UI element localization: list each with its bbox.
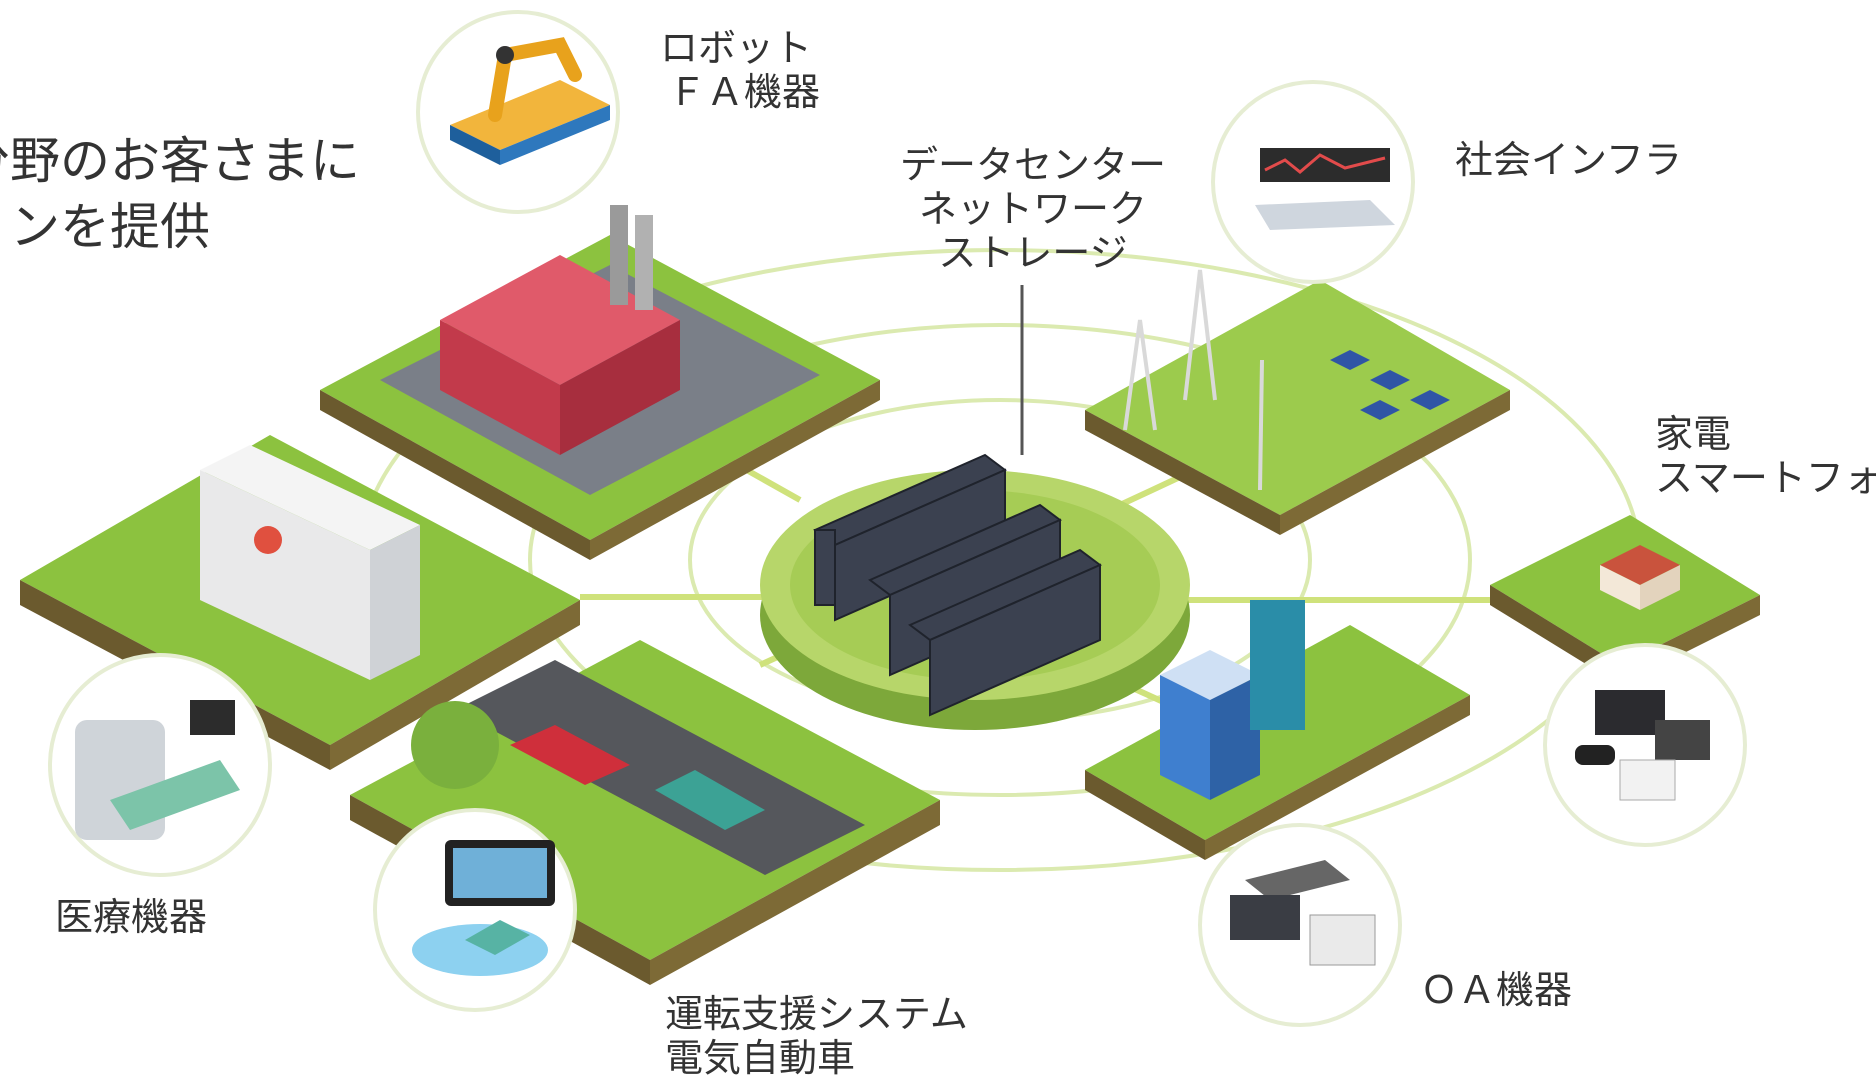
office-tile — [1085, 600, 1470, 860]
appliance-circle — [1543, 643, 1747, 847]
driving-label-line-2: 電気自動車 — [665, 1036, 856, 1080]
factory-tile — [320, 205, 880, 560]
headline: 分野のお客さまに ョンを提供 — [0, 128, 360, 260]
driving-circle — [373, 808, 577, 1012]
road-icon — [455, 660, 865, 875]
robot-arm-icon — [450, 37, 610, 165]
appliance-tile — [1490, 515, 1760, 685]
server-rack-icon — [813, 453, 1102, 717]
factory-icon — [440, 205, 680, 455]
social-infra-label: 社会インフラ — [1455, 138, 1682, 182]
medical-label: 医療機器 — [55, 895, 207, 939]
house-icon — [1600, 545, 1680, 610]
headline-line-1: 分野のお客さまに — [0, 132, 360, 190]
datacenter-label-line-3: ストレージ — [938, 231, 1128, 275]
robot-fa-circle — [416, 10, 620, 214]
datacenter-label: データセンター ネットワーク ストレージ — [900, 143, 1166, 275]
mri-icon — [75, 700, 240, 840]
medical-label-line-1: 医療機器 — [55, 895, 208, 939]
social-infra-label-line-1: 社会インフラ — [1455, 138, 1682, 182]
datacenter-label-line-2: ネットワーク — [919, 187, 1148, 231]
driving-label-line-1: 運転支援システム — [665, 992, 968, 1036]
appliances-label-line-1: 家電 — [1655, 412, 1732, 456]
oa-circle — [1198, 823, 1402, 1027]
social-infra-circle — [1211, 80, 1415, 284]
datacenter-label-line-1: データセンター — [900, 143, 1167, 187]
office-building-icon — [1160, 600, 1305, 800]
driving-label: 運転支援システム 電気自動車 — [665, 992, 968, 1080]
printer-icon — [1230, 860, 1376, 966]
power-grid-icon — [1123, 269, 1264, 491]
datacenter-hub — [760, 285, 1190, 730]
oa-label-line-1: ＯＡ機器 — [1420, 968, 1573, 1012]
robot-fa-label-line-2: ＦＡ機器 — [668, 70, 821, 114]
medical-circle — [48, 653, 272, 877]
hospital-icon — [200, 445, 420, 680]
control-room-icon — [1255, 148, 1395, 230]
appliances-label: 家電 スマートフォン — [1655, 412, 1876, 500]
robot-fa-label-line-1: ロボット — [660, 26, 813, 70]
car-navigation-icon — [412, 840, 555, 976]
social-infra-tile — [1085, 269, 1510, 535]
headline-line-2: ョンを提供 — [0, 198, 210, 256]
appliances-label-line-2: スマートフォン — [1655, 456, 1876, 500]
tv-appliance-icon — [1575, 690, 1710, 801]
oa-label: ＯＡ機器 — [1420, 968, 1572, 1012]
robot-fa-label: ロボット ＦＡ機器 — [660, 26, 820, 114]
